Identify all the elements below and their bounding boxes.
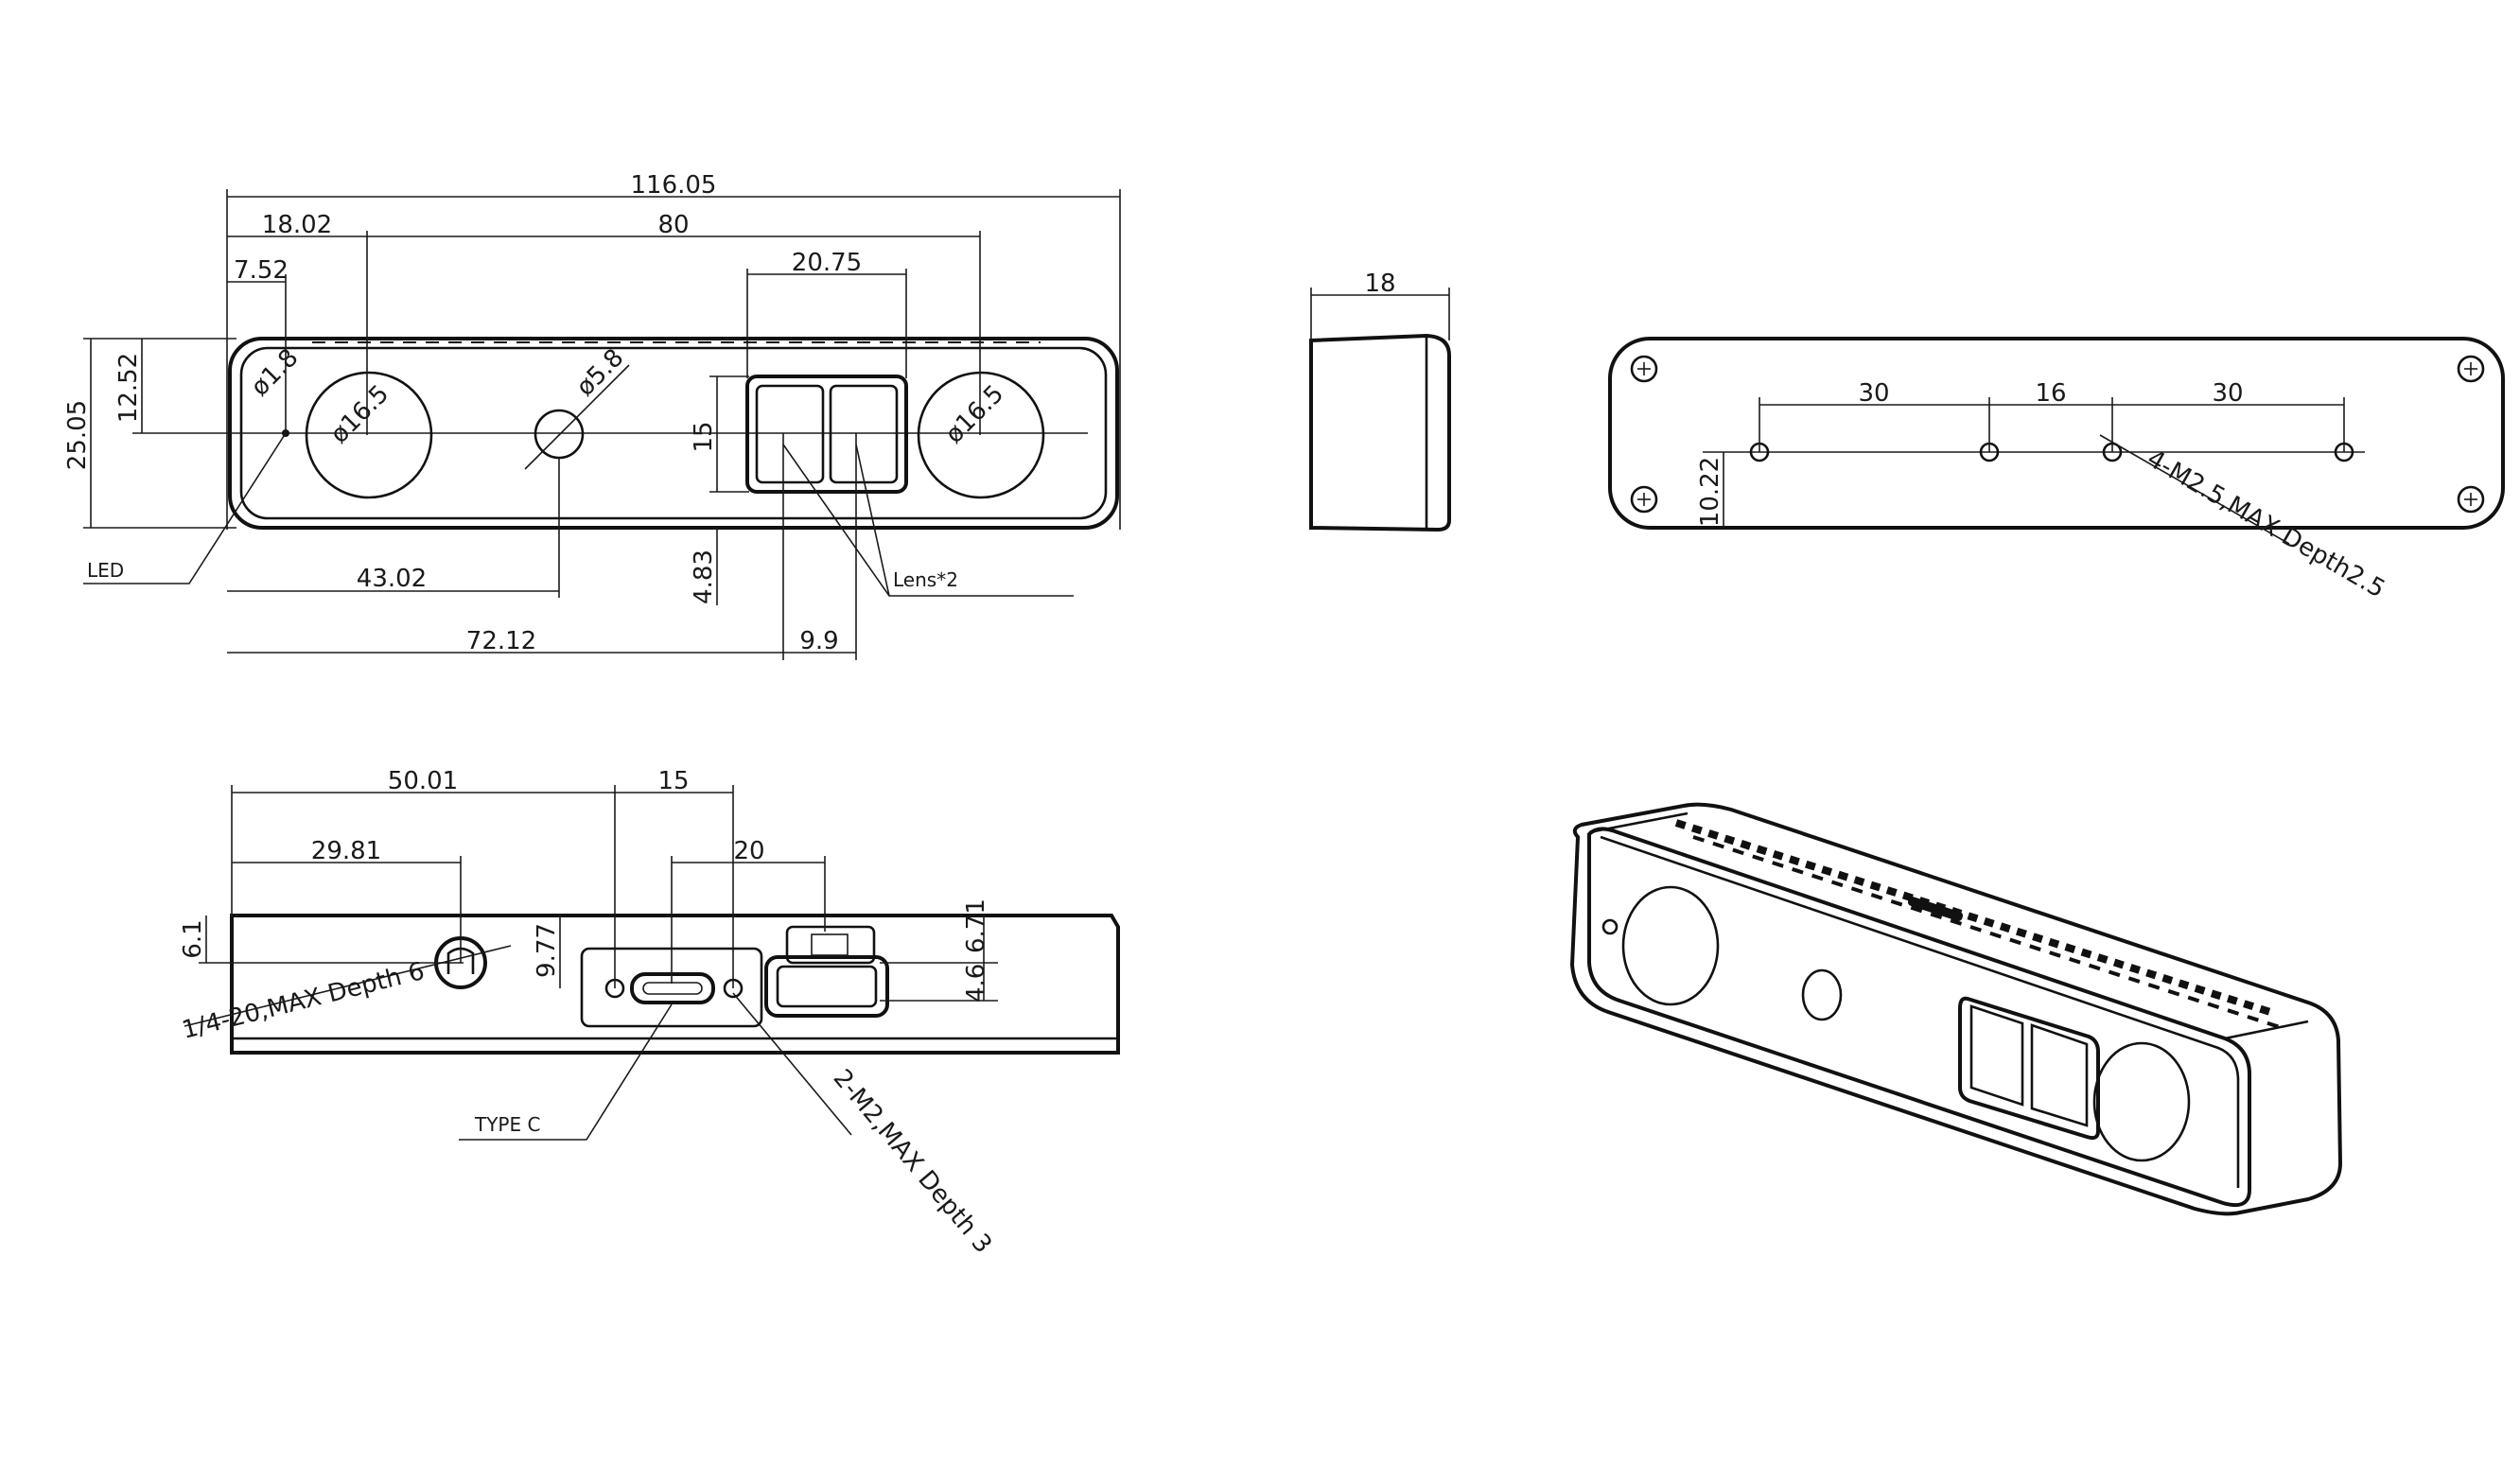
tripod-leader bbox=[184, 945, 512, 1027]
bottom-body bbox=[230, 914, 1120, 1055]
sensor-left bbox=[755, 384, 825, 484]
iso-logo bbox=[1907, 897, 1964, 921]
back-view: 30 16 30 10.22 4-M2.5,MAX Depth2.5 bbox=[1608, 337, 2505, 603]
dim-back-spacing-b: 16 bbox=[2035, 379, 2066, 408]
front-view: 116.05 18.02 80 7.52 20.75 25.05 12.52 ø… bbox=[63, 171, 1121, 660]
lens-label: Lens*2 bbox=[893, 568, 958, 591]
dim-to-tripod: 29.81 bbox=[311, 837, 381, 865]
side-body bbox=[1309, 333, 1451, 532]
led-label: LED bbox=[87, 559, 124, 582]
dim-tripod-height: 6.1 bbox=[179, 919, 207, 958]
dim-back-spacing-c: 30 bbox=[2212, 379, 2243, 408]
iso-center-hole bbox=[1801, 968, 1843, 1021]
dim-to-sensor: 72.12 bbox=[466, 627, 536, 655]
bottom-view: 50.01 15 29.81 20 6.1 9.77 4.6 6.71 1/4-… bbox=[179, 767, 1120, 1259]
dim-sensor-pitch: 9.9 bbox=[799, 627, 838, 655]
dim-center-height: 12.52 bbox=[114, 353, 143, 423]
right-lens bbox=[917, 371, 1045, 499]
corner-screws bbox=[1630, 355, 2485, 514]
sensor-right bbox=[829, 384, 899, 484]
iso-led bbox=[1601, 918, 1619, 935]
back-hole-leader bbox=[2099, 434, 2290, 545]
iso-outer-body bbox=[1569, 802, 2343, 1216]
screw-leader bbox=[732, 992, 852, 1136]
dim-left-to-lens: 18.02 bbox=[262, 211, 332, 239]
isometric-view bbox=[1569, 802, 2343, 1216]
dim-led-offset: 7.52 bbox=[234, 256, 289, 285]
sensor-frame bbox=[745, 375, 908, 494]
dim-side-depth: 18 bbox=[1364, 270, 1395, 298]
dim-bottom-offset: 4.83 bbox=[690, 549, 718, 604]
dim-lens-dia-left: ø16.5 bbox=[325, 380, 394, 449]
dim-back-spacing-a: 30 bbox=[1858, 379, 1889, 408]
dim-conn-b: 6.71 bbox=[962, 898, 990, 953]
connector bbox=[764, 955, 889, 1018]
iso-right-lens bbox=[2092, 1041, 2191, 1162]
dim-typec-height: 9.77 bbox=[533, 923, 561, 978]
tripod-note: 1/4-20,MAX Depth 6 bbox=[179, 957, 427, 1045]
led-leader bbox=[83, 432, 287, 584]
iso-vent-slots bbox=[1674, 819, 2281, 1029]
dim-overall-width: 116.05 bbox=[631, 171, 717, 200]
dim-height: 25.05 bbox=[63, 400, 92, 470]
back-body bbox=[1608, 337, 2505, 530]
typec-leader bbox=[459, 1003, 673, 1141]
side-view: 18 bbox=[1309, 270, 1451, 532]
iso-sensor bbox=[1958, 996, 2100, 1141]
left-lens bbox=[305, 371, 433, 499]
dim-back-hole-height: 10.22 bbox=[1696, 457, 1724, 527]
dim-sensor-width: 20.75 bbox=[792, 249, 862, 277]
dim-lens-dia-right: ø16.5 bbox=[940, 380, 1009, 449]
typec-port bbox=[630, 972, 715, 1004]
back-hole-note: 4-M2.5,MAX Depth2.5 bbox=[2143, 445, 2390, 603]
iso-left-lens bbox=[1621, 885, 1720, 1006]
dim-to-center-hole: 43.02 bbox=[357, 565, 427, 593]
dim-conn-a: 4.6 bbox=[962, 964, 990, 1003]
dim-conn-span: 20 bbox=[733, 837, 764, 865]
dim-lens-spacing: 80 bbox=[657, 211, 689, 239]
dim-sensor-height: 15 bbox=[690, 421, 718, 452]
dim-to-typec: 50.01 bbox=[388, 767, 458, 795]
iso-front-face bbox=[1587, 827, 2251, 1208]
typec-label: TYPE C bbox=[474, 1113, 540, 1136]
dim-typec-span: 15 bbox=[657, 767, 689, 795]
screw-note: 2-M2,MAX Depth 3 bbox=[828, 1064, 997, 1259]
